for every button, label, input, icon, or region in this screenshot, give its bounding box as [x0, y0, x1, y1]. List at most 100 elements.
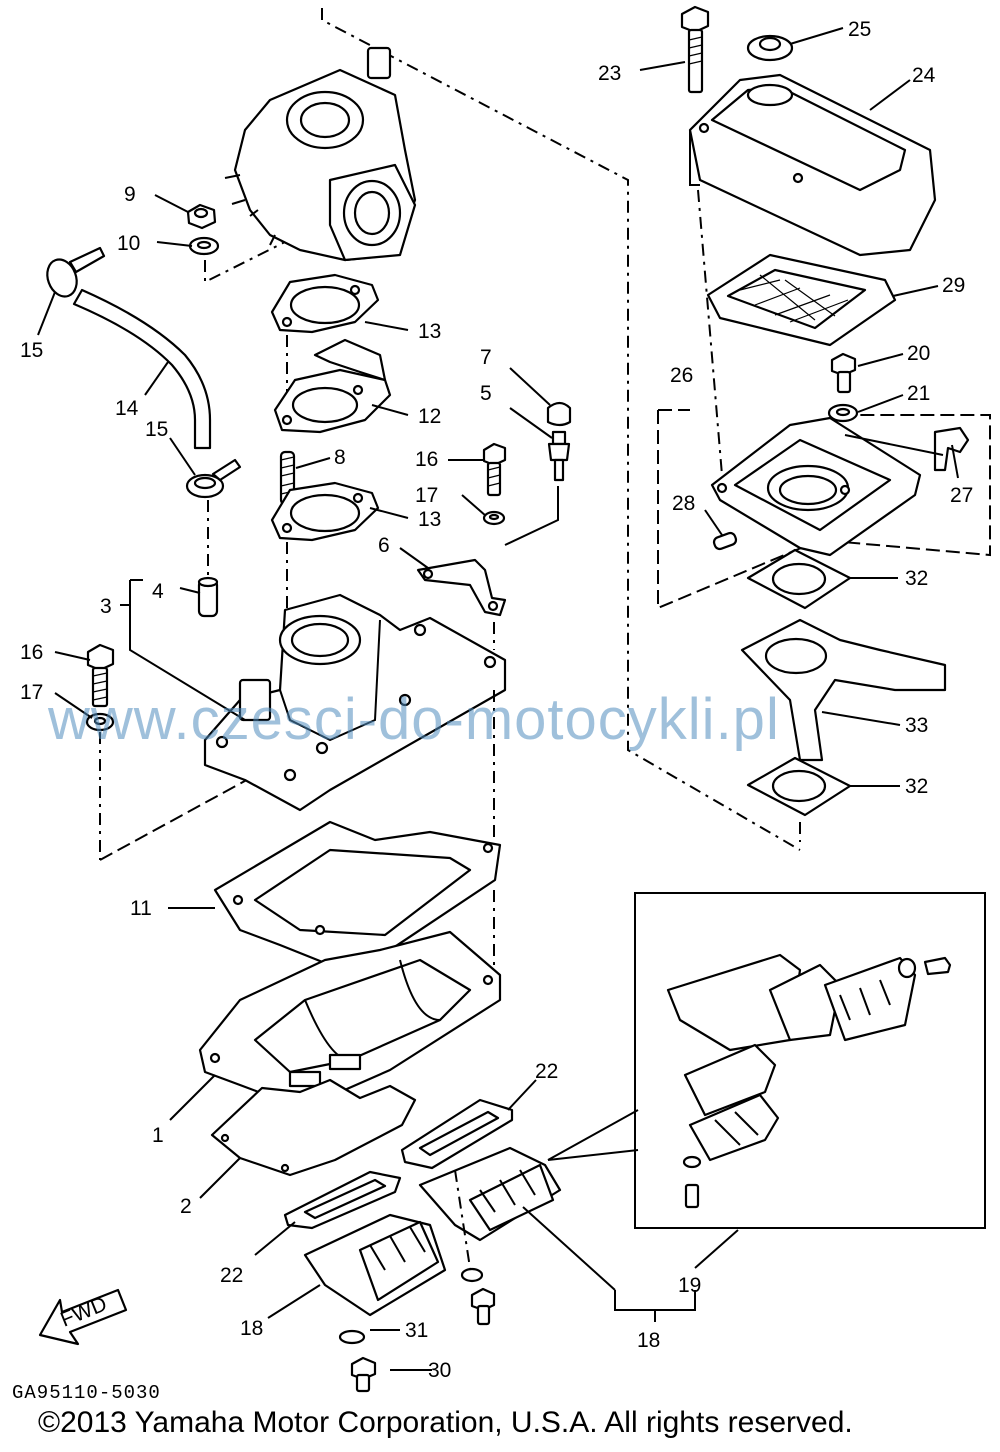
fitting-4	[197, 576, 219, 618]
callout-24: 24	[912, 64, 936, 87]
screen-29	[706, 253, 897, 347]
callout-21: 21	[907, 382, 930, 405]
intake-manifold-3	[203, 593, 507, 812]
callout-5: 5	[480, 382, 492, 405]
carburetor	[224, 46, 417, 262]
gasket-22-right	[400, 1098, 514, 1170]
pin-28	[712, 531, 738, 551]
leader-inset-1	[547, 1109, 639, 1161]
gasket-13-lower	[270, 481, 380, 542]
watermark: www.czesci-do-motocykli.pl	[48, 687, 780, 752]
callout-3: 3	[100, 595, 112, 618]
callout-25: 25	[848, 18, 871, 41]
leader-9-10	[204, 241, 286, 284]
washer-17-right	[482, 510, 506, 526]
leader-19	[694, 1229, 739, 1269]
hose-14	[72, 288, 212, 450]
callout-11: 11	[130, 897, 152, 920]
gasket-22-left	[283, 1170, 402, 1230]
leader-18-right	[522, 1206, 616, 1291]
bracket-3	[129, 580, 246, 721]
leader-27	[844, 434, 944, 456]
reed-exploded-detail	[666, 953, 952, 1209]
washer-10	[188, 236, 220, 256]
fitting-5	[547, 430, 571, 482]
assembly-frame	[321, 8, 801, 851]
callout-labels: 9 10 15 14 15 13 12 8 13 7 5 16 17 6 4 3…	[20, 18, 973, 1382]
callout-8: 8	[334, 446, 346, 469]
leader-5-6	[504, 486, 559, 546]
cap-7	[546, 401, 572, 427]
callout-19: 19	[678, 1274, 701, 1297]
callout-15-lower: 15	[145, 418, 168, 441]
callout-7: 7	[480, 346, 492, 369]
callout-32-lower: 32	[905, 775, 928, 798]
bolt-20	[830, 352, 857, 394]
callout-1: 1	[152, 1124, 164, 1147]
callout-30: 30	[428, 1359, 451, 1382]
callout-6: 6	[378, 534, 390, 557]
gasket-11	[213, 820, 502, 967]
callout-17-left: 17	[20, 681, 43, 704]
gasket-32-upper	[746, 548, 852, 610]
bolt-23	[680, 5, 710, 94]
callout-18-left: 18	[240, 1317, 263, 1340]
callout-28: 28	[672, 492, 695, 515]
washer-31-right	[460, 1267, 484, 1283]
fwd-arrow-icon: FWD	[38, 1288, 128, 1346]
dash-reed-axis	[454, 1169, 471, 1269]
copyright-notice: ©2013 Yamaha Motor Corporation, U.S.A. A…	[38, 1406, 853, 1439]
callout-32-upper: 32	[905, 567, 928, 590]
callout-31: 31	[405, 1319, 428, 1342]
callout-13-top: 13	[418, 320, 441, 343]
bracket-6	[416, 558, 507, 617]
callout-26: 26	[670, 364, 693, 387]
washer-21	[827, 403, 859, 423]
callout-17-right: 17	[415, 484, 438, 507]
airbox-base-26	[710, 416, 922, 557]
callout-14: 14	[115, 397, 139, 420]
cap-25	[746, 34, 794, 62]
callout-16-left: 16	[20, 641, 43, 664]
clamp-15-lower	[185, 458, 242, 499]
callout-23: 23	[598, 62, 621, 85]
callout-29: 29	[942, 274, 965, 297]
nut-9	[186, 203, 217, 230]
callout-22-left: 22	[220, 1264, 243, 1287]
callout-16-right: 16	[415, 448, 438, 471]
reed-detail-inset	[634, 892, 986, 1229]
callout-27: 27	[950, 484, 973, 507]
bolt-30-left	[350, 1356, 377, 1393]
callout-10: 10	[117, 232, 140, 255]
callout-2: 2	[180, 1195, 192, 1218]
washer-17-left	[85, 712, 115, 732]
callout-22-right: 22	[535, 1060, 558, 1083]
callout-20: 20	[907, 342, 930, 365]
adapter-plate-12	[273, 338, 392, 434]
callout-4: 4	[152, 580, 164, 603]
callout-13-lower: 13	[418, 508, 441, 531]
clamp-15-top	[46, 246, 106, 298]
callout-18-right: 18	[637, 1329, 660, 1352]
bolt-30-right	[470, 1287, 496, 1326]
callout-15-top: 15	[20, 339, 43, 362]
leader-lines	[37, 27, 959, 1371]
diagram-code: GA95110-5030	[12, 1382, 161, 1404]
callout-12: 12	[418, 405, 441, 428]
callout-9: 9	[124, 183, 136, 206]
reed-housing-1	[198, 930, 502, 1102]
elbow-27	[933, 426, 970, 472]
reed-valve-18-left	[303, 1213, 447, 1317]
leader-inset-2	[547, 1149, 639, 1161]
washer-31-left	[338, 1329, 366, 1345]
gasket-13-top	[270, 273, 380, 334]
gasket-2	[210, 1078, 417, 1177]
dash-cover-axis	[697, 189, 723, 476]
gasket-32-lower	[746, 756, 852, 817]
airbox-cover-24	[688, 73, 937, 257]
bolt-16-left	[86, 643, 115, 708]
bolt-16-right	[482, 442, 507, 497]
callout-33: 33	[905, 714, 928, 737]
bracket-26-box	[657, 410, 991, 610]
